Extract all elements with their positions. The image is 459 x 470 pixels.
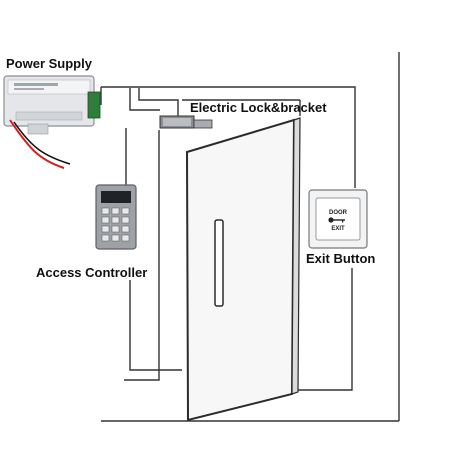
power-supply [3, 75, 101, 169]
exit-button-door-text: DOOR [329, 210, 348, 216]
access-controller-label: Access Controller [36, 265, 148, 280]
red-wire [9, 119, 65, 169]
door [185, 117, 301, 422]
power-supply-label: Power Supply [6, 56, 92, 71]
door-handle [214, 219, 224, 307]
electric-lock-label: Electric Lock&bracket [190, 100, 327, 115]
access-controller-keypad [95, 184, 137, 250]
wiring [100, 86, 356, 391]
exit-button-exit-text: EXIT [331, 226, 345, 232]
terminal-block [87, 91, 101, 119]
door-frame [182, 99, 301, 116]
key-icon [328, 217, 345, 223]
exit-button-device: DOOR EXIT [308, 189, 368, 249]
exit-button-label: Exit Button [306, 251, 376, 266]
electric-lock [159, 115, 213, 129]
wall-frame [101, 52, 400, 422]
